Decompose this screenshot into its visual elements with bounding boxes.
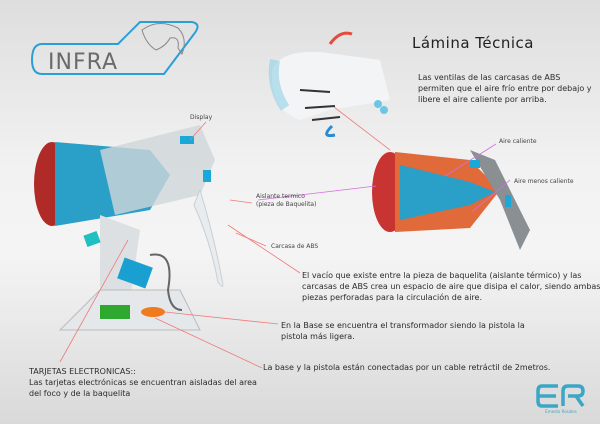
aislante-label-line1: Aislante termico bbox=[256, 193, 305, 200]
aislante-label-line2: (pieza de Baquelita) bbox=[256, 201, 317, 208]
infra-logo-text: INFRA bbox=[48, 50, 119, 75]
author-logo: Ernesto Rosales bbox=[536, 383, 586, 417]
aire-menos-caliente-label: Aire menos caliente bbox=[514, 178, 574, 185]
hot-air-arrow-icon bbox=[328, 31, 353, 45]
carcasa-label: Carcasa de ABS bbox=[271, 243, 319, 250]
vacio-annotation: El vacío que existe entre la pieza de ba… bbox=[302, 271, 600, 302]
tarjetas-annotation: TARJETAS ELECTRONICAS:: Las tarjetas ele… bbox=[29, 366, 259, 399]
airflow-lines bbox=[257, 143, 511, 213]
cold-air-arrow-icon bbox=[325, 124, 336, 138]
hairdryer-main-image bbox=[34, 125, 224, 331]
cable-annotation: La base y la pistola están conectadas po… bbox=[263, 363, 551, 372]
page-title: Lámina Técnica bbox=[412, 34, 534, 52]
vents-annotation: Las ventilas de las carcasas de ABS perm… bbox=[418, 73, 592, 104]
infra-logo-frame bbox=[30, 21, 199, 75]
leader-lines bbox=[59, 106, 391, 369]
display-label: Display bbox=[190, 114, 213, 121]
vent-closeup-image bbox=[268, 31, 390, 138]
tarjetas-body: Las tarjetas electrónicas se encuentran … bbox=[29, 378, 257, 398]
infra-logo bbox=[30, 20, 199, 80]
author-name: Ernesto Rosales bbox=[545, 409, 577, 414]
aislante-label: Aislante termico (pieza de Baquelita) bbox=[256, 193, 316, 209]
elephant-head-icon bbox=[141, 23, 185, 56]
tarjetas-title: TARJETAS ELECTRONICAS:: bbox=[29, 367, 136, 376]
base-annotation: En la Base se encuentra el transformador… bbox=[281, 321, 525, 341]
er-monogram-icon bbox=[536, 384, 585, 408]
aire-caliente-label: Aire caliente bbox=[499, 138, 537, 145]
hairdryer-cutaway-image bbox=[372, 150, 530, 250]
